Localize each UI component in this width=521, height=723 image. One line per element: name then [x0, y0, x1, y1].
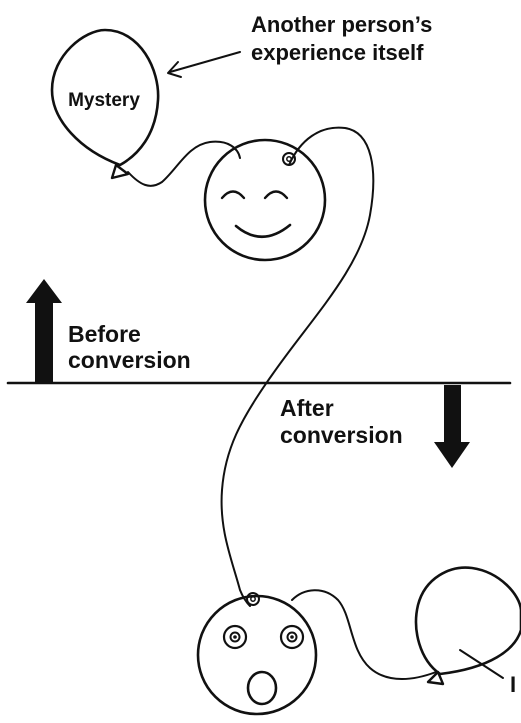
string-knot-bottom — [247, 593, 259, 605]
left-eye — [222, 192, 244, 199]
long-string — [222, 128, 374, 606]
cut-off-label: I — [510, 672, 516, 697]
surprised-mouth — [248, 672, 276, 704]
up-arrow-icon — [26, 279, 62, 383]
smile-mouth — [236, 225, 290, 237]
after-line-1: After — [280, 395, 334, 421]
smiling-face — [205, 140, 325, 260]
annotation-line-1: Another person’s — [251, 12, 432, 37]
mystery-label: Mystery — [68, 90, 140, 111]
pointer-arrow-icon — [170, 52, 240, 72]
before-line-1: Before — [68, 321, 141, 347]
top-balloon-string — [128, 142, 240, 186]
bottom-balloon — [416, 568, 521, 684]
annotation-arrow — [168, 52, 240, 77]
before-line-2: conversion — [68, 347, 191, 373]
right-eye — [265, 192, 287, 199]
after-line-2: conversion — [280, 422, 403, 448]
annotation-line-2: experience itself — [251, 40, 424, 65]
down-arrow-icon — [434, 385, 470, 468]
bottom-pointer-line — [460, 650, 503, 678]
surprised-face — [198, 593, 316, 714]
mystery-balloon: Mystery — [52, 30, 158, 178]
